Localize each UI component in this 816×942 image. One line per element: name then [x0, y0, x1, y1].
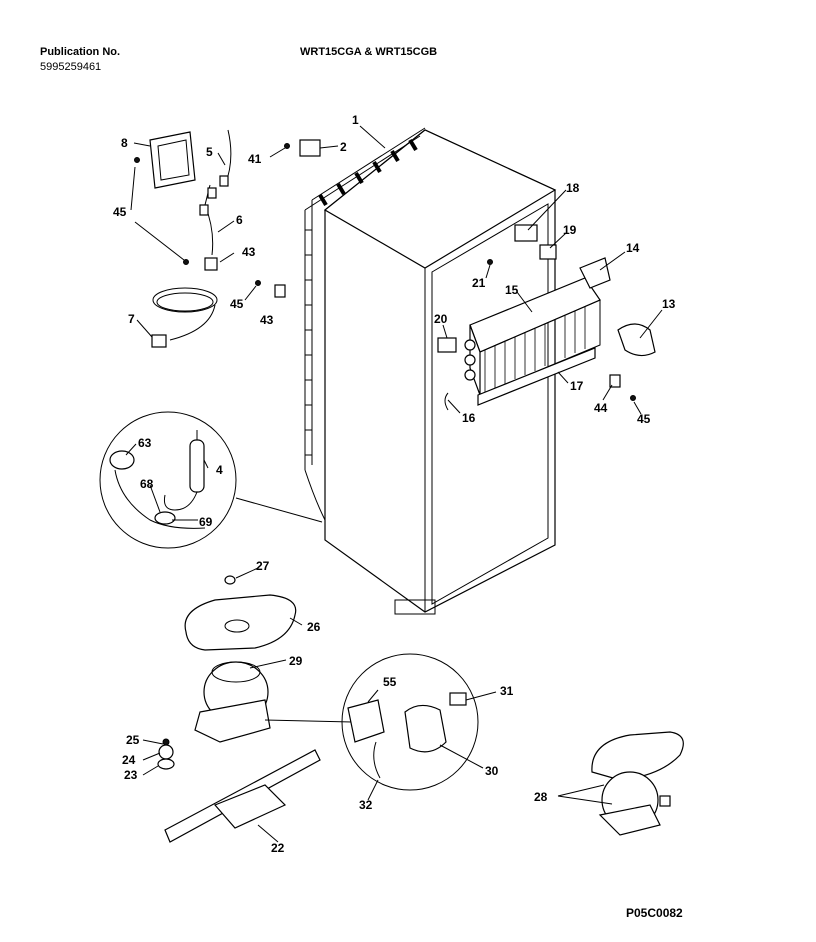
part-label-45b: 45 — [230, 297, 244, 311]
part-label-68: 68 — [140, 477, 154, 491]
cabinet-condenser-coil — [304, 127, 426, 521]
part-label-23: 23 — [124, 768, 138, 782]
part-label-30: 30 — [485, 764, 499, 778]
part-label-43a: 43 — [242, 245, 256, 259]
diagram-code: P05C0082 — [626, 906, 683, 920]
part-label-44: 44 — [594, 401, 608, 415]
part-label-6: 6 — [236, 213, 243, 227]
part-label-55: 55 — [383, 675, 397, 689]
part-label-8: 8 — [121, 136, 128, 150]
part-label-18: 18 — [566, 181, 580, 195]
cabinet — [323, 129, 557, 615]
part-label-1: 1 — [352, 113, 359, 127]
alternate-compressor — [591, 731, 684, 836]
relay-detail — [341, 653, 479, 791]
part-label-28: 28 — [534, 790, 548, 804]
part-label-43b: 43 — [260, 313, 274, 327]
part-label-69: 69 — [199, 515, 213, 529]
part-label-26: 26 — [307, 620, 321, 634]
part-label-5: 5 — [206, 145, 213, 159]
part-label-27: 27 — [256, 559, 270, 573]
part-label-31: 31 — [500, 684, 514, 698]
part-label-15: 15 — [505, 283, 519, 297]
part-label-16: 16 — [462, 411, 476, 425]
electrical-parts-group — [134, 129, 321, 348]
part-label-13: 13 — [662, 297, 676, 311]
part-labels: 1 2 4 5 6 7 8 13 14 15 16 17 18 19 20 21… — [113, 113, 676, 855]
leader-lines — [125, 125, 663, 843]
part-label-2: 2 — [340, 140, 347, 154]
part-label-32: 32 — [359, 798, 373, 812]
model-numbers: WRT15CGA & WRT15CGB — [300, 46, 438, 58]
part-label-45c: 45 — [637, 412, 651, 426]
part-label-29: 29 — [289, 654, 303, 668]
drier-detail — [99, 411, 323, 549]
part-label-17: 17 — [570, 379, 584, 393]
part-label-20: 20 — [434, 312, 448, 326]
part-label-7: 7 — [128, 312, 135, 326]
part-label-41: 41 — [248, 152, 262, 166]
part-label-25: 25 — [126, 733, 140, 747]
part-label-22: 22 — [271, 841, 285, 855]
part-label-19: 19 — [563, 223, 577, 237]
part-label-45a: 45 — [113, 205, 127, 219]
part-label-4: 4 — [216, 463, 223, 477]
condenser — [437, 224, 656, 411]
part-label-24: 24 — [122, 753, 136, 767]
part-label-21: 21 — [472, 276, 486, 290]
compressor-assembly — [157, 575, 353, 770]
publication-label: Publication No. — [40, 46, 121, 58]
part-label-14: 14 — [626, 241, 640, 255]
part-label-63: 63 — [138, 436, 152, 450]
publication-number: 5995259461 — [40, 61, 102, 73]
base-rail — [164, 749, 321, 843]
